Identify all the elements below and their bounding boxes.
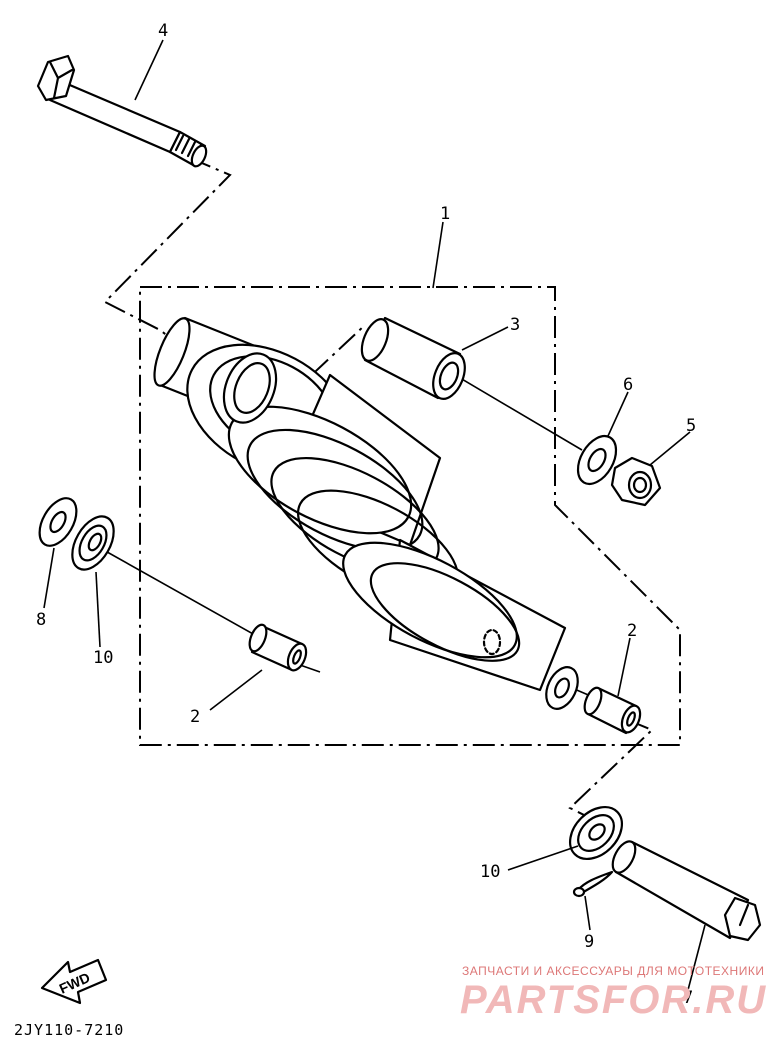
callout-1: 1 bbox=[440, 204, 450, 224]
align-line-2-lower bbox=[299, 664, 321, 673]
callout-8: 8 bbox=[36, 610, 46, 630]
callout-10-lower: 10 bbox=[480, 862, 500, 882]
collar-left bbox=[248, 623, 308, 672]
upper-mounting-bolt bbox=[36, 54, 208, 168]
callout-7: 7 bbox=[683, 988, 693, 1008]
leader-1 bbox=[432, 221, 444, 289]
shock-absorber bbox=[153, 316, 579, 710]
callout-4: 4 bbox=[158, 21, 168, 41]
washer-left bbox=[38, 497, 78, 547]
callout-6: 6 bbox=[623, 375, 633, 395]
align-line-10-2 bbox=[99, 547, 256, 636]
bushing-collar bbox=[360, 316, 466, 400]
lower-bolt-axis-line bbox=[568, 719, 654, 819]
leader-3 bbox=[461, 326, 509, 351]
callout-3: 3 bbox=[510, 315, 520, 335]
callout-2-left: 2 bbox=[190, 707, 200, 727]
cotter-pin bbox=[572, 870, 614, 898]
watermark-brand: PARTSFOR.RU bbox=[460, 978, 767, 1022]
leader-5 bbox=[649, 431, 691, 466]
collar-right bbox=[583, 686, 642, 735]
lower-mounting-bolt bbox=[611, 840, 762, 942]
align-line-3-6 bbox=[454, 374, 583, 451]
self-locking-nut bbox=[610, 456, 662, 507]
watermark-tagline: ЗАПЧАСТИ И АКСЕССУАРЫ ДЛЯ МОТОТЕХНИКИ bbox=[462, 964, 764, 978]
leader-7 bbox=[687, 924, 706, 991]
leader-2-right bbox=[617, 637, 631, 697]
diagram-code: 2JY110-7210 bbox=[14, 1021, 124, 1039]
leader-2-left bbox=[209, 669, 263, 711]
assembly-boundary bbox=[139, 286, 681, 746]
thrust-cover-lower bbox=[569, 806, 623, 860]
thrust-cover-left bbox=[71, 515, 115, 571]
washer-upper bbox=[576, 435, 618, 485]
callout-5: 5 bbox=[686, 416, 696, 436]
leader-4 bbox=[134, 39, 164, 101]
leader-9 bbox=[584, 895, 591, 931]
leader-10-upper bbox=[95, 571, 101, 648]
leader-10-lower bbox=[507, 845, 579, 871]
callout-9: 9 bbox=[584, 932, 594, 952]
callout-10-upper: 10 bbox=[93, 648, 113, 668]
fwd-arrow: FWD bbox=[40, 958, 108, 1005]
callout-2-right: 2 bbox=[627, 621, 637, 641]
leader-8 bbox=[43, 547, 55, 609]
leader-6 bbox=[607, 391, 629, 437]
